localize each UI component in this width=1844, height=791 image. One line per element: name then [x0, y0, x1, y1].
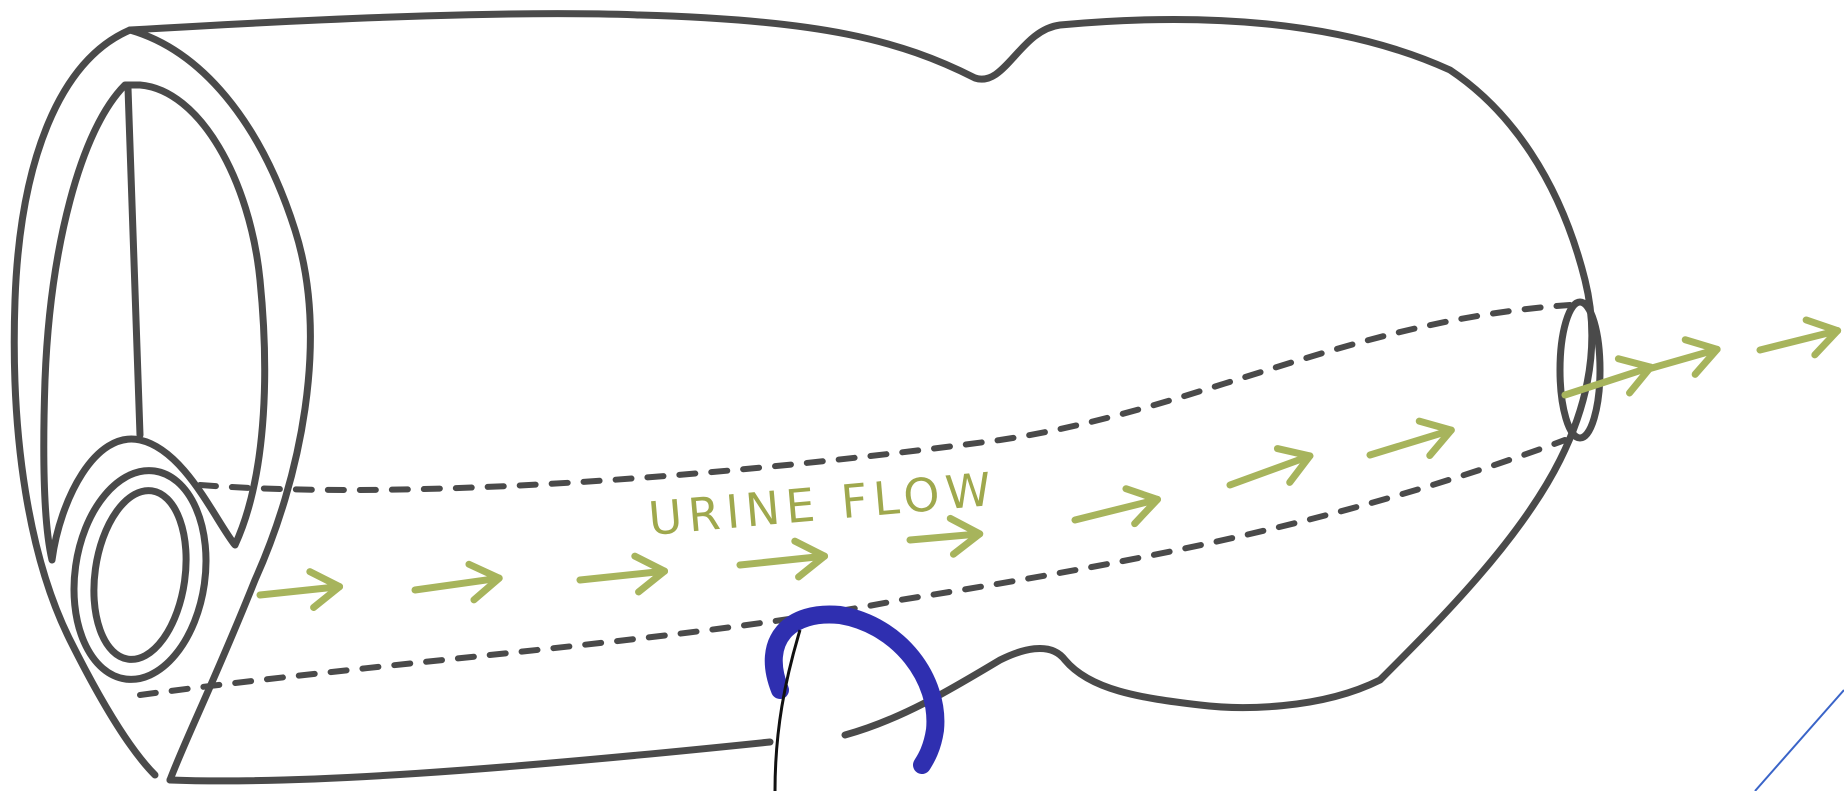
flow-arrow — [1561, 355, 1655, 399]
flow-arrow — [1756, 316, 1842, 359]
flow-arrows — [256, 316, 1842, 611]
tube-bottom-edge — [166, 738, 774, 785]
small-lumen-inner — [90, 487, 190, 663]
tube-front-rim-outer — [10, 26, 159, 779]
flow-arrow — [1071, 485, 1161, 528]
dashed-channel-bottom — [137, 437, 1568, 698]
inner-divider — [124, 84, 144, 439]
flow-arrow — [736, 537, 829, 581]
flow-arrow — [576, 552, 669, 596]
urine-flow-label: URINE FLOW — [646, 462, 999, 546]
corner-line — [1754, 689, 1844, 791]
black-line — [773, 629, 802, 791]
inner-lumen-left — [40, 81, 269, 564]
exit-opening — [1556, 298, 1604, 442]
flow-arrow — [411, 560, 503, 604]
tube-outline — [126, 10, 1596, 739]
blue-clamp — [764, 605, 945, 774]
small-lumen-outer — [70, 467, 210, 683]
flow-arrow — [256, 568, 344, 611]
flow-arrow — [1226, 445, 1314, 489]
flow-arrow — [1366, 417, 1455, 460]
flow-arrow — [1641, 336, 1721, 378]
flow-arrow — [906, 514, 984, 558]
dashed-channel-top — [197, 302, 1573, 493]
